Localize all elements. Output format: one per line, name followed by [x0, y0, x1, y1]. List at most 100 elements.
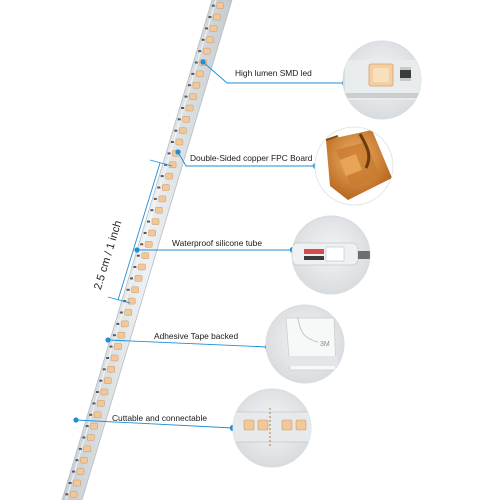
- led-chip: [175, 138, 184, 146]
- led-chip: [158, 195, 167, 203]
- resistor-chip: [72, 470, 75, 473]
- label-silicone-tube: Waterproof silicone tube: [172, 238, 262, 248]
- led-chip: [83, 445, 92, 453]
- resistor-chip: [92, 402, 96, 405]
- resistor-chip: [65, 493, 69, 496]
- led-chip: [93, 411, 102, 419]
- led-chip: [192, 81, 201, 89]
- led-chip: [110, 354, 119, 362]
- led-chip: [87, 434, 95, 441]
- resistor-chip: [119, 311, 123, 314]
- zoom-fpc-board: [314, 126, 394, 206]
- led-chip: [104, 377, 112, 384]
- resistor-chip: [136, 254, 140, 257]
- led-chip: [196, 70, 204, 78]
- led-chip: [216, 2, 225, 9]
- resistor-chip: [89, 413, 93, 416]
- led-chip: [213, 13, 221, 21]
- resistor-chip: [170, 141, 174, 143]
- led-chip: [185, 104, 194, 112]
- callout-lines: [75, 61, 345, 429]
- led-chip: [162, 184, 170, 191]
- resistor-chip: [143, 232, 147, 234]
- resistor-chip: [191, 72, 195, 75]
- led-chip: [295, 419, 307, 431]
- resistor-chip: [150, 209, 154, 212]
- resistor-chip: [211, 4, 215, 7]
- led-chip: [134, 275, 143, 282]
- resistor-chip: [133, 266, 137, 268]
- zoom-silicone-tube: [291, 215, 371, 295]
- label-fpc-board: Double-Sided copper FPC Board: [190, 153, 313, 163]
- resistor-chip: [147, 220, 150, 223]
- led-chip: [206, 36, 214, 44]
- resistor-chip: [112, 334, 116, 337]
- resistor-chip: [160, 175, 164, 178]
- led-chip: [281, 419, 293, 431]
- resistor-chip: [116, 322, 120, 325]
- resistor-chip: [109, 345, 113, 348]
- led-chip: [76, 468, 85, 475]
- led-chip: [202, 47, 211, 55]
- led-chip: [131, 286, 139, 294]
- led-chip: [121, 320, 129, 328]
- svg-text:3M: 3M: [320, 341, 330, 348]
- led-chip: [73, 479, 81, 487]
- resistor-chip: [126, 288, 130, 291]
- resistor-chip: [181, 107, 185, 109]
- resistor-chip: [187, 84, 191, 87]
- label-cuttable: Cuttable and connectable: [112, 413, 207, 423]
- resistor-chip: [205, 27, 208, 30]
- dimension-marker: [107, 159, 173, 304]
- led-chip: [80, 456, 88, 464]
- label-adhesive-tape: Adhesive Tape backed: [154, 331, 239, 341]
- resistor-chip: [102, 368, 106, 371]
- led-chip: [189, 93, 197, 100]
- resistor-chip: [164, 163, 168, 166]
- led-chip: [100, 388, 109, 396]
- led-chip: [151, 218, 160, 225]
- led-chip: [182, 116, 190, 123]
- resistor-chip: [167, 152, 171, 155]
- led-chip: [141, 252, 150, 259]
- resistor-chip: [174, 129, 178, 132]
- label-smd-led: High lumen SMD led: [235, 68, 312, 78]
- resistor-chip: [78, 447, 82, 450]
- resistor-chip: [153, 197, 157, 200]
- led-chip: [168, 161, 177, 169]
- zoom-smd-led: [342, 40, 422, 120]
- led-chip: [144, 241, 153, 248]
- resistor-chip: [106, 357, 110, 359]
- led-chip: [148, 229, 156, 237]
- resistor-chip: [194, 61, 198, 64]
- led-chip: [124, 309, 133, 316]
- led-chip: [243, 419, 255, 431]
- led-chip: [209, 25, 218, 32]
- resistor-chip: [85, 425, 89, 428]
- resistor-chip: [140, 243, 144, 246]
- led-chip: [257, 419, 269, 431]
- led-chip: [114, 343, 122, 350]
- resistor-chip: [208, 16, 212, 18]
- led-chip: [117, 331, 126, 339]
- zoom-adhesive-tape: 3M: [265, 304, 345, 384]
- led-chips: [65, 2, 225, 498]
- zoom-cuttable: [232, 388, 312, 468]
- resistor-chip: [82, 436, 86, 439]
- resistor-chip: [184, 95, 188, 98]
- resistor-chip: [177, 118, 181, 121]
- led-chip: [179, 127, 187, 134]
- resistor-chip: [130, 277, 133, 280]
- resistor-chip: [95, 391, 99, 393]
- led-chip: [90, 422, 98, 430]
- led-chip: [97, 400, 105, 407]
- resistor-chip: [201, 38, 205, 41]
- resistor-chip: [157, 186, 161, 189]
- led-chip: [155, 206, 163, 214]
- resistor-chip: [99, 379, 103, 382]
- resistor-chip: [75, 459, 79, 462]
- led-chip: [138, 263, 146, 271]
- resistor-chip: [198, 50, 202, 53]
